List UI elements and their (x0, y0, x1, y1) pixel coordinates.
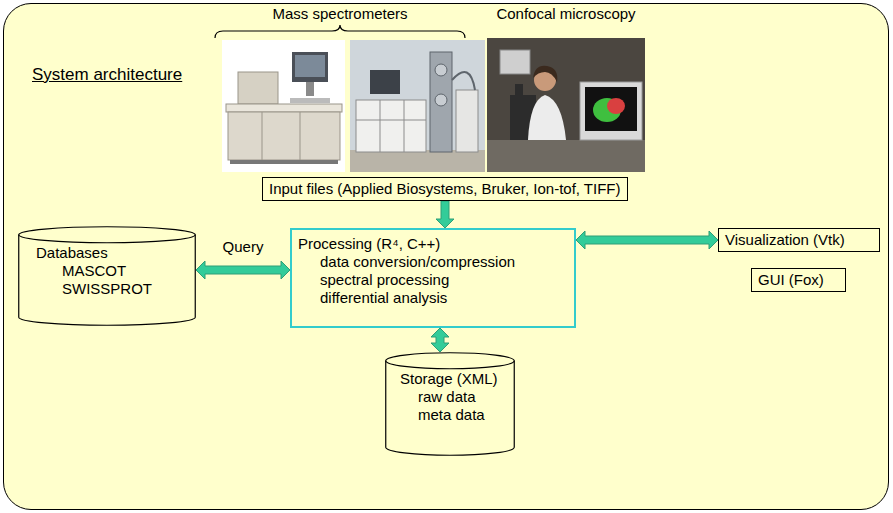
keyboard-symbol (290, 98, 330, 103)
node-item: SWISSPROT (62, 280, 184, 298)
spectrometer-photo (350, 40, 485, 172)
lab-coat (528, 95, 566, 140)
grouping-brace (215, 25, 465, 38)
monitor-symbol (580, 82, 642, 140)
instrument-base (230, 160, 338, 164)
lab-rack (456, 90, 478, 152)
process-box: Processing (R⁴, C++)data conversion/comp… (290, 228, 576, 328)
lab-bench (487, 140, 645, 172)
monitor-symbol (292, 52, 328, 82)
cylinder-body (19, 227, 196, 326)
column-flange (435, 64, 447, 76)
node-item: raw data (418, 388, 505, 406)
monitor-screen (585, 87, 637, 131)
input-box: Input files (Applied Biosystems, Bruker,… (262, 177, 628, 201)
node-heading: Visualization (Vtk) (725, 231, 873, 249)
lab-floor (350, 150, 485, 172)
column-flange (435, 94, 447, 106)
microscopy-photo (487, 38, 645, 172)
photo-caption-box: Confocal microscopy (496, 5, 635, 23)
section-heading: System architecture (32, 65, 888, 85)
node-item: MASCOT (62, 262, 184, 280)
instrument-unit (238, 72, 278, 104)
cylinder-body (386, 353, 515, 456)
block-arrow (431, 328, 449, 352)
ion-column (430, 52, 452, 152)
block-arrow (436, 201, 454, 228)
vacuum-tube (452, 72, 475, 90)
node-heading: Databases (36, 244, 184, 262)
panel-seam (262, 112, 300, 160)
cabinet-seam (356, 100, 426, 152)
edge-label: Query (221, 238, 266, 256)
node-item: data conversion/compression (320, 253, 562, 271)
block-arrow (576, 231, 718, 249)
block-arrow (196, 261, 290, 279)
monitor-symbol (370, 70, 400, 94)
microscope-eyepiece (515, 84, 523, 98)
cylinder-rim (386, 361, 515, 369)
node-heading: Storage (XML) (400, 370, 505, 388)
instrument-desk (226, 104, 342, 112)
node-item: meta data (418, 406, 505, 424)
database-cylinder: DatabasesMASCOTSWISSPROT (18, 226, 196, 326)
monitor-symbol (500, 50, 530, 74)
cell-image (607, 98, 625, 114)
spectrometer-photo (222, 40, 345, 172)
edge-label-box: Query (221, 238, 266, 256)
instrument-body (228, 112, 340, 160)
photo-caption: Confocal microscopy (496, 5, 635, 23)
photo-caption: Mass spectrometers (272, 5, 407, 23)
node-heading: Input files (Applied Biosystems, Bruker,… (269, 180, 621, 198)
system-panel: System architectureInput files (Applied … (3, 3, 889, 510)
person-hair (533, 66, 557, 82)
storage-cylinder: Storage (XML)raw datameta data (385, 352, 515, 456)
photo-ground (350, 40, 485, 172)
cylinder-rim (19, 235, 196, 243)
monitor-stand (306, 82, 314, 96)
node-heading: GUI (Fox) (758, 271, 839, 289)
node-item: differential analysis (320, 289, 562, 307)
output-box: Visualization (Vtk) (718, 228, 880, 252)
photo-caption-box: Mass spectrometers (272, 5, 407, 23)
gui-box: GUI (Fox) (751, 268, 846, 292)
monitor-screen (295, 55, 325, 77)
photo-ground (222, 40, 345, 172)
lab-cabinet (356, 100, 426, 152)
node-item: spectral processing (320, 271, 562, 289)
photo-ground (487, 38, 645, 172)
node-heading: Processing (R⁴, C++) (298, 235, 562, 253)
